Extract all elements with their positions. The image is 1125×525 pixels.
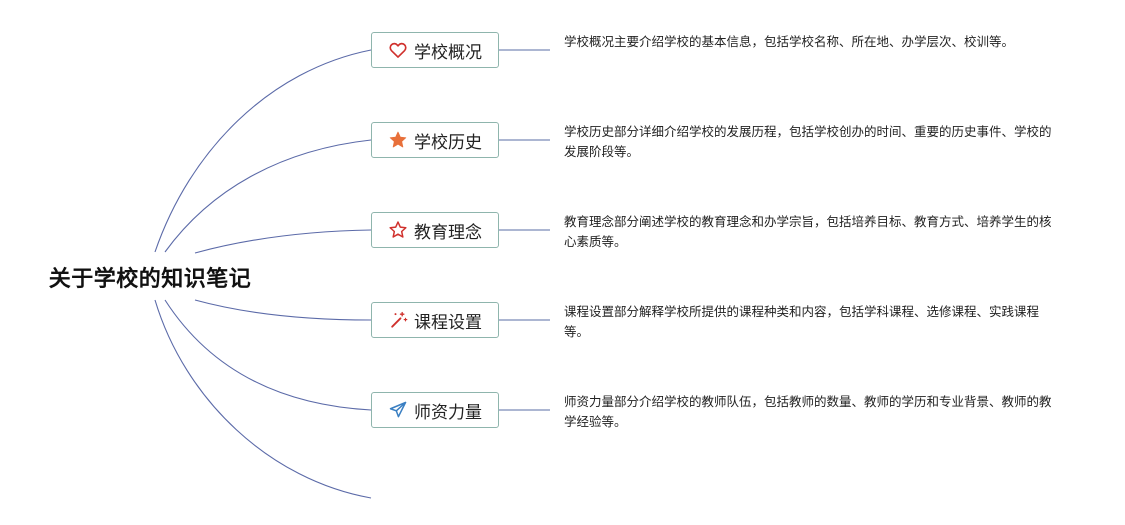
topic-teaching-staff[interactable]: 师资力量	[371, 392, 499, 428]
topic-school-overview[interactable]: 学校概况	[371, 32, 499, 68]
heart-icon	[388, 40, 408, 60]
branch-line-school-overview	[154, 49, 372, 253]
branch-line-school-history	[164, 139, 372, 253]
star-filled-icon	[388, 130, 408, 150]
topic-note-school-history: 学校历史部分详细介绍学校的发展历程，包括学校创办的时间、重要的历史事件、学校的发…	[564, 124, 1052, 159]
topic-label: 教育理念	[414, 222, 482, 243]
topic-note-education-philosophy: 教育理念部分阐述学校的教育理念和办学宗旨，包括培养目标、教育方式、培养学生的核心…	[564, 214, 1052, 249]
branch-lines	[154, 49, 372, 499]
topic-label: 学校历史	[414, 132, 482, 153]
topic-note-curriculum: 课程设置部分解释学校所提供的课程种类和内容，包括学科课程、选修课程、实践课程等。	[564, 304, 1040, 339]
magic-wand-icon	[388, 310, 408, 330]
topic-note-school-overview: 学校概况主要介绍学校的基本信息，包括学校名称、所在地、办学层次、校训等。	[564, 34, 1015, 49]
branch-line-curriculum	[194, 299, 372, 321]
root-topic-label: 关于学校的知识笔记	[48, 267, 252, 292]
branch-line-empty	[154, 299, 372, 499]
topic-label: 师资力量	[414, 402, 482, 423]
topic-note-teaching-staff: 师资力量部分介绍学校的教师队伍，包括教师的数量、教师的学历和专业背景、教师的教学…	[564, 394, 1052, 429]
root-topic[interactable]: 关于学校的知识笔记	[30, 256, 270, 298]
topic-label: 学校概况	[414, 42, 482, 63]
topic-school-history[interactable]: 学校历史	[371, 122, 499, 158]
topic-curriculum[interactable]: 课程设置	[371, 302, 499, 338]
branch-line-education-philosophy	[194, 229, 372, 254]
branch-line-teaching-staff	[164, 299, 372, 411]
topic-education-philosophy[interactable]: 教育理念	[371, 212, 499, 248]
star-outline-icon	[388, 220, 408, 240]
connector-lines	[499, 49, 550, 411]
paper-plane-icon	[388, 400, 408, 420]
topic-label: 课程设置	[414, 312, 482, 333]
